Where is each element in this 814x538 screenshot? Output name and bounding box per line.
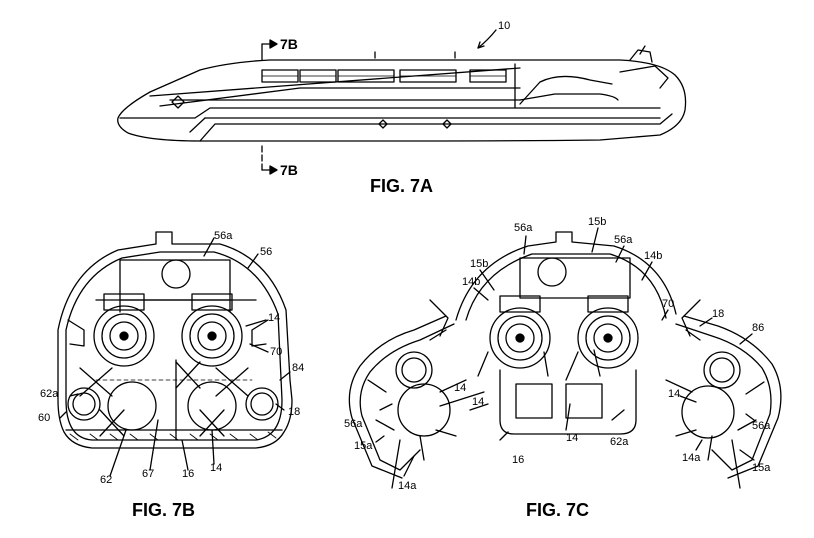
- label-84: 84: [292, 362, 305, 374]
- label-70: 70: [662, 298, 675, 310]
- label-14-a: 14: [454, 382, 467, 394]
- section-view-deployed: [348, 227, 782, 489]
- section-line-7b: [261, 39, 278, 175]
- section-view-stowed: [57, 231, 293, 477]
- label-62: 62: [100, 474, 113, 486]
- label-14a-right: 14a: [682, 452, 701, 464]
- vessel-side-view: [117, 29, 687, 142]
- label-14-c: 14: [566, 432, 579, 444]
- label-15a-right: 15a: [752, 462, 771, 474]
- label-70: 70: [270, 346, 283, 358]
- label-60: 60: [38, 412, 51, 424]
- label-15a-left: 15a: [354, 440, 373, 452]
- label-14-d: 14: [668, 388, 681, 400]
- label-67: 67: [142, 468, 155, 480]
- label-15b-top-right: 15b: [588, 216, 607, 228]
- section-marker-bottom: 7B: [280, 162, 298, 178]
- label-14a-left: 14a: [398, 480, 417, 492]
- label-18: 18: [712, 308, 725, 320]
- label-56a-top-left: 56a: [514, 222, 533, 234]
- label-56a-top-right: 56a: [614, 234, 633, 246]
- label-14b-left: 14b: [462, 276, 481, 288]
- section-marker-top: 7B: [280, 36, 298, 52]
- label-14-lower: 14: [210, 462, 223, 474]
- figure-caption-7b: FIG. 7B: [132, 500, 196, 520]
- label-14-b: 14: [472, 396, 485, 408]
- label-16: 16: [512, 454, 525, 466]
- label-56: 56: [260, 246, 273, 258]
- label-16: 16: [182, 468, 195, 480]
- label-56a-lower-left: 56a: [344, 418, 363, 430]
- label-56a-lower-right: 56a: [752, 420, 771, 432]
- label-86: 86: [752, 322, 765, 334]
- label-56a: 56a: [214, 230, 233, 242]
- reference-numeral-10: 10: [498, 20, 511, 32]
- figure-caption-7a: FIG. 7A: [370, 176, 434, 196]
- label-14: 14: [268, 312, 281, 324]
- label-15b-left: 15b: [470, 258, 489, 270]
- label-62a: 62a: [610, 436, 629, 448]
- label-62a: 62a: [40, 388, 59, 400]
- label-14b-right: 14b: [644, 250, 663, 262]
- figure-caption-7c: FIG. 7C: [526, 500, 590, 520]
- label-18: 18: [288, 406, 301, 418]
